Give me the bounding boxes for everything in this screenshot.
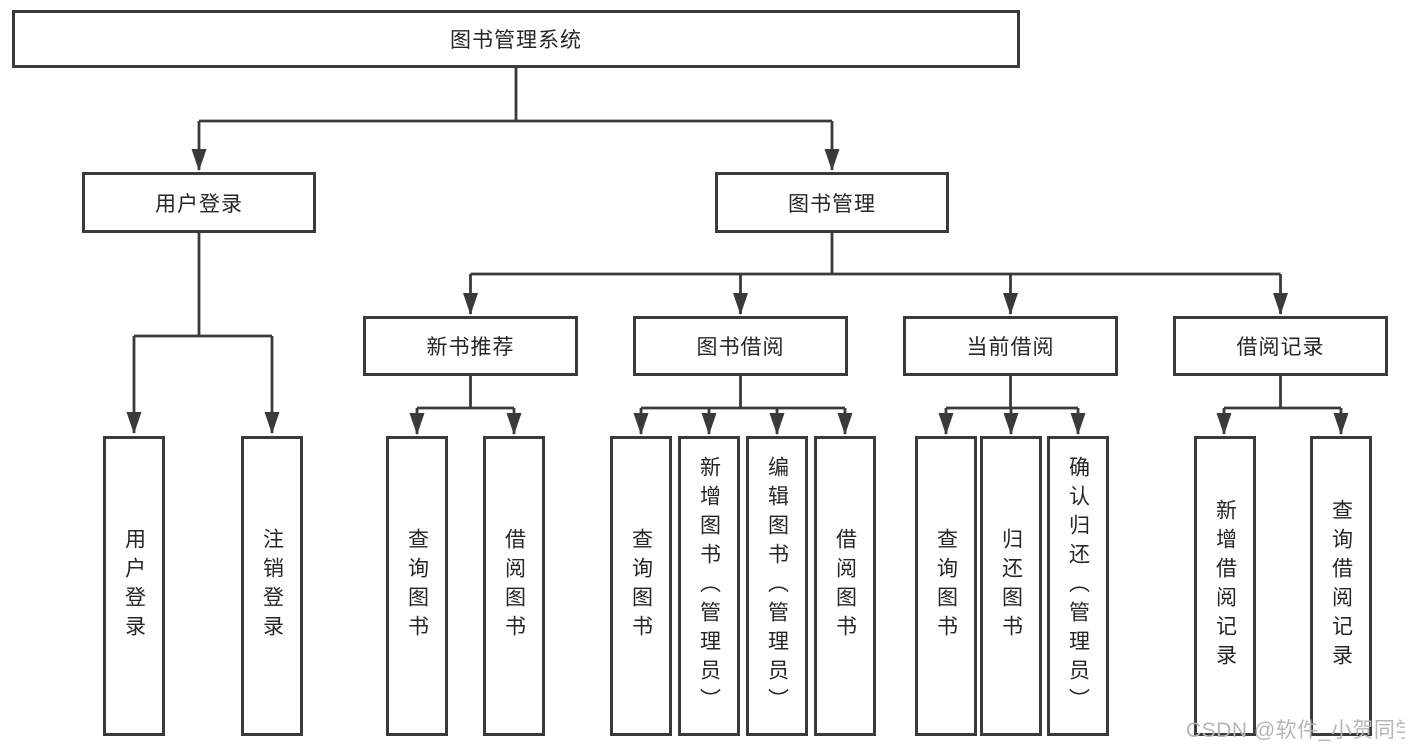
leaf-label: 查询图书 [405,528,429,644]
leaf-label: 查询图书 [934,528,958,644]
node-label: 用户登录 [155,192,243,216]
leaf-label: 新增图书（管理员） [697,455,721,717]
leaf-add-borrow-record: 新增借阅记录 [1194,436,1256,736]
leaf-borrow-book-recommend: 借阅图书 [483,436,545,736]
leaf-label: 借阅图书 [833,528,857,644]
leaf-query-book-recommend: 查询图书 [386,436,448,736]
leaf-label: 新增借阅记录 [1213,499,1237,673]
node-book-borrow: 图书借阅 [633,316,848,376]
node-label: 图书管理 [788,192,876,216]
csdn-watermark: CSDN @软件_小贺同学 [1186,719,1405,742]
leaf-borrow-book: 借阅图书 [814,436,876,736]
leaf-return-book: 归还图书 [980,436,1042,736]
node-label: 图书管理系统 [450,29,582,52]
leaf-add-book-admin: 新增图书（管理员） [678,436,740,736]
leaf-label: 注销登录 [260,528,284,644]
node-label: 新书推荐 [426,336,515,359]
node-new-book-recommend: 新书推荐 [363,316,578,376]
leaf-confirm-return-admin: 确认归还（管理员） [1047,436,1109,736]
node-label: 当前借阅 [966,336,1055,359]
node-label: 图书借阅 [696,336,785,359]
node-user-login-branch: 用户登录 [82,172,316,233]
node-current-borrow: 当前借阅 [903,316,1118,376]
leaf-user-login: 用户登录 [103,436,165,736]
leaf-label: 确认归还（管理员） [1066,455,1090,717]
node-label: 借阅记录 [1236,336,1325,359]
node-book-management-branch: 图书管理 [715,172,949,233]
node-library-management-system: 图书管理系统 [12,10,1020,68]
leaf-label: 查询借阅记录 [1329,499,1353,673]
leaf-label: 编辑图书（管理员） [765,455,789,717]
leaf-query-borrow-record: 查询借阅记录 [1310,436,1372,736]
leaf-edit-book-admin: 编辑图书（管理员） [746,436,808,736]
leaf-query-book: 查询图书 [610,436,672,736]
node-borrow-records: 借阅记录 [1173,316,1388,376]
leaf-label: 借阅图书 [502,528,526,644]
leaf-logout: 注销登录 [241,436,303,736]
leaf-label: 用户登录 [122,528,146,644]
leaf-label: 查询图书 [629,528,653,644]
leaf-label: 归还图书 [999,528,1023,644]
leaf-query-book-current: 查询图书 [915,436,977,736]
